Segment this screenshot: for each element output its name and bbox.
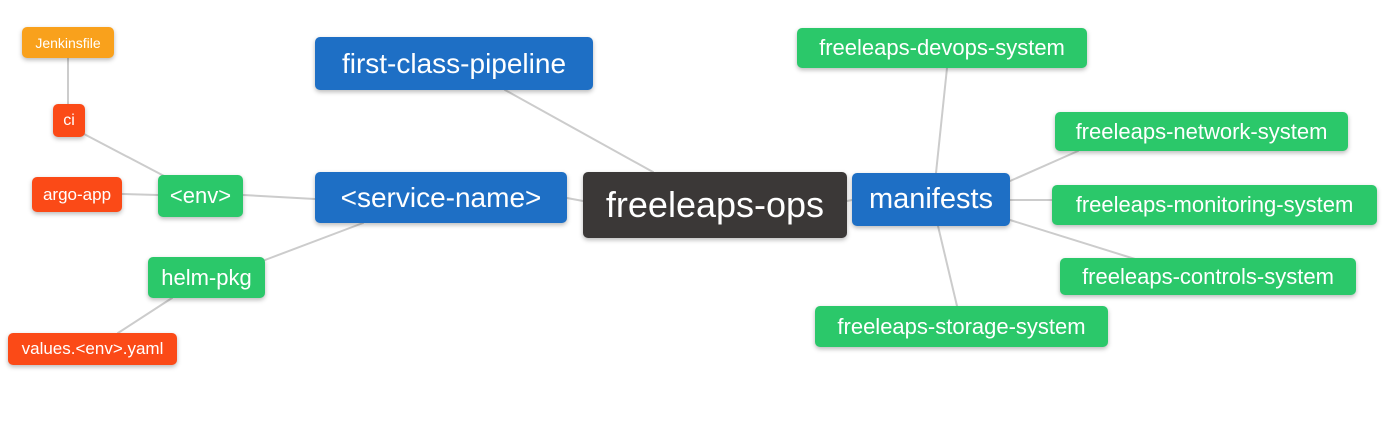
mindmap-node-helm-pkg[interactable]: helm-pkg (148, 257, 265, 298)
mindmap-node-env[interactable]: <env> (158, 175, 243, 217)
edge-values-env-yaml-to-helm-pkg (117, 297, 173, 334)
mindmap-node-first-class-pipeline[interactable]: first-class-pipeline (315, 37, 593, 90)
edge-manifests-to-freeleaps-controls-system (1009, 219, 1136, 260)
mindmap-node-jenkinsfile[interactable]: Jenkinsfile (22, 27, 114, 58)
mindmap-node-freeleaps-network-system[interactable]: freeleaps-network-system (1055, 112, 1348, 151)
edge-ci-to-env (83, 133, 167, 178)
edge-service-name-to-freeleaps-ops (566, 197, 584, 202)
mindmap-node-service-name[interactable]: <service-name> (315, 172, 567, 223)
mindmap-node-ci[interactable]: ci (53, 104, 85, 137)
edge-manifests-to-freeleaps-network-system (1009, 150, 1079, 182)
edge-manifests-to-freeleaps-devops-system (935, 67, 948, 174)
edge-argo-app-to-env (121, 193, 159, 196)
edge-first-class-pipeline-to-freeleaps-ops (504, 89, 654, 173)
mindmap-node-freeleaps-monitoring-system[interactable]: freeleaps-monitoring-system (1052, 185, 1377, 225)
mindmap-node-manifests[interactable]: manifests (852, 173, 1010, 226)
mindmap-node-values-env-yaml[interactable]: values.<env>.yaml (8, 333, 177, 365)
mindmap-node-freeleaps-controls-system[interactable]: freeleaps-controls-system (1060, 258, 1356, 295)
mindmap-node-argo-app[interactable]: argo-app (32, 177, 122, 212)
mindmap-node-freeleaps-devops-system[interactable]: freeleaps-devops-system (797, 28, 1087, 68)
edge-helm-pkg-to-service-name (264, 222, 364, 261)
edge-manifests-to-freeleaps-storage-system (937, 225, 958, 307)
mindmap-node-freeleaps-storage-system[interactable]: freeleaps-storage-system (815, 306, 1108, 347)
mindmap-node-freeleaps-ops[interactable]: freeleaps-ops (583, 172, 847, 238)
edge-env-to-service-name (242, 194, 316, 200)
